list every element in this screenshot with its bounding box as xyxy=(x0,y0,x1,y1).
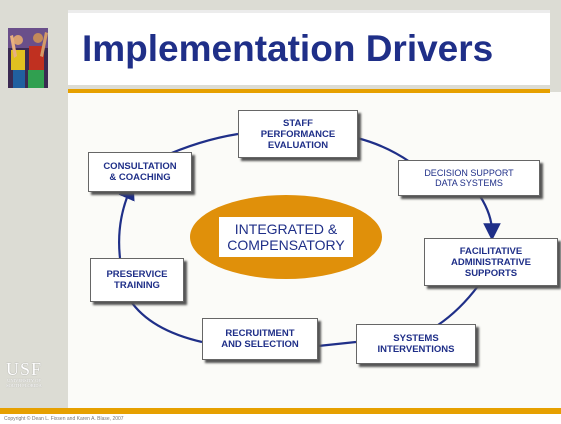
arrow-recruitment-to-preservice xyxy=(129,299,203,344)
raised-hands-image xyxy=(8,28,48,88)
center-oval: INTEGRATED & COMPENSATORY xyxy=(190,195,382,279)
arrow-preservice-to-consultation xyxy=(118,181,135,259)
node-consultation-coaching: CONSULTATION & COACHING xyxy=(88,152,192,192)
arrow-systems-to-recruitment xyxy=(317,340,357,348)
node-decision-support-data-systems: DECISION SUPPORT DATA SYSTEMS xyxy=(398,160,540,196)
copyright-text: Copyright © Dean L. Fixsen and Karen A. … xyxy=(4,416,124,422)
slide-title: Implementation Drivers xyxy=(82,28,494,69)
center-label: INTEGRATED & COMPENSATORY xyxy=(219,217,353,257)
node-systems-interventions: SYSTEMS INTERVENTIONS xyxy=(356,324,476,364)
node-staff-performance-evaluation: STAFF PERFORMANCE EVALUATION xyxy=(238,110,358,158)
left-strip xyxy=(0,92,68,408)
footer-bar xyxy=(0,408,561,414)
usf-logo-mark: USF xyxy=(5,359,43,379)
title-area xyxy=(68,10,550,85)
arrow-staff-to-decision xyxy=(356,136,411,163)
arrow-decision-to-facilitative xyxy=(479,195,501,241)
usf-logo-subtitle: UNIVERSITY OF SOUTH FLORIDA xyxy=(6,378,42,388)
node-preservice-training: PRESERVICE TRAINING xyxy=(90,258,184,302)
usf-logo: USF UNIVERSITY OF SOUTH FLORIDA xyxy=(4,360,44,388)
node-facilitative-administrative-supports: FACILITATIVE ADMINISTRATIVE SUPPORTS xyxy=(424,238,558,286)
title-rule xyxy=(68,89,550,93)
node-recruitment-and-selection: RECRUITMENT AND SELECTION xyxy=(202,318,318,360)
footer-band xyxy=(0,414,561,424)
arrow-facilitative-to-systems xyxy=(437,285,479,326)
